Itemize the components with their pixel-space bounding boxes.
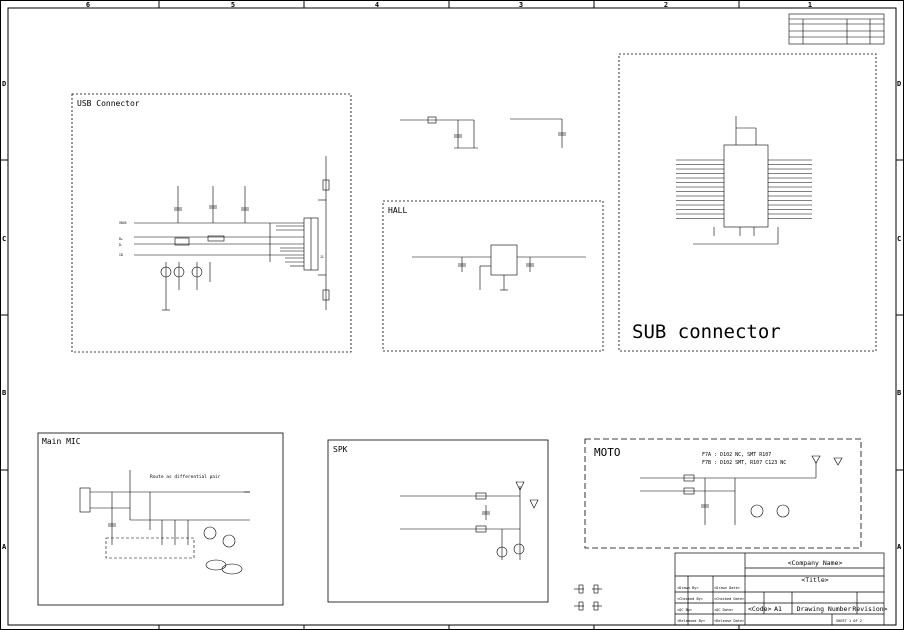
net-label: VBUS bbox=[119, 221, 127, 225]
block-title: SPK bbox=[333, 445, 348, 454]
row-label: C bbox=[897, 235, 901, 243]
col-label: 1 bbox=[808, 1, 812, 9]
row-label: B bbox=[897, 389, 901, 397]
net-label: D+ bbox=[119, 237, 123, 241]
sub-connector-block: SUB connector bbox=[618, 53, 877, 352]
qc-date: <QC Date> bbox=[714, 608, 734, 612]
title-block: <Company Name> <Title> <Drawn By> <Drawn… bbox=[674, 552, 888, 626]
block-title: HALL bbox=[388, 206, 407, 215]
sheet-size: A1 bbox=[774, 605, 782, 613]
variant-note: F7A : D102 NC, SMT R107 bbox=[702, 452, 771, 458]
usb-connector-block: USB Connector bbox=[71, 93, 352, 353]
col-label: 2 bbox=[664, 1, 668, 9]
power-filter-circuit bbox=[400, 116, 566, 149]
zone-labels: 6 5 4 3 2 1 D C B A D C B A bbox=[2, 1, 902, 551]
row-label: D bbox=[2, 80, 6, 88]
route-note: Route as differential pair bbox=[150, 474, 221, 480]
col-label: 4 bbox=[375, 1, 379, 9]
speaker-block: SPK bbox=[327, 439, 549, 603]
company-name: <Company Name> bbox=[788, 559, 843, 567]
block-title: MOTO bbox=[594, 446, 621, 459]
col-label: 3 bbox=[519, 1, 523, 9]
row-label: B bbox=[2, 389, 6, 397]
block-title: Main MIC bbox=[42, 437, 81, 446]
row-label: A bbox=[2, 543, 7, 551]
row-label: D bbox=[897, 80, 901, 88]
motor-block: MOTO F7A : D102 NC, SMT R107 F7B : D102 … bbox=[584, 438, 862, 549]
col-label: 5 bbox=[231, 1, 235, 9]
sub-connector-pins bbox=[676, 159, 812, 219]
misc-symbols bbox=[574, 584, 602, 611]
row-label: A bbox=[897, 543, 902, 551]
main-mic-block: Main MIC Route as differential pair bbox=[37, 432, 284, 606]
col-label: 6 bbox=[86, 1, 90, 9]
row-label: C bbox=[2, 235, 6, 243]
hall-sensor-block: HALL bbox=[382, 200, 604, 352]
net-label: D- bbox=[119, 243, 123, 247]
drawing-code: <Code> bbox=[748, 605, 772, 613]
ref-label: J1 bbox=[320, 255, 324, 259]
checked-by: <Checked By> bbox=[677, 597, 704, 601]
revision-table bbox=[788, 13, 885, 45]
variant-note: F7B : D102 SMT, R107 C123 NC bbox=[702, 460, 786, 466]
drawing-title: <Title> bbox=[801, 576, 828, 584]
sheet-number: SHEET 1 OF 2 bbox=[836, 619, 862, 623]
drawn-by: <Drawn By> bbox=[677, 586, 699, 590]
block-title: USB Connector bbox=[77, 99, 140, 108]
net-label: ID bbox=[119, 253, 123, 257]
released-date: <Release Date> bbox=[714, 619, 745, 623]
block-title: SUB connector bbox=[632, 321, 781, 343]
released-by: <Released By> bbox=[677, 619, 706, 623]
qc-by: <QC By> bbox=[677, 608, 693, 612]
drawn-date: <Drawn Date> bbox=[714, 586, 741, 590]
drawing-number: Drawing Number bbox=[797, 605, 852, 613]
revision: Revision> bbox=[852, 605, 887, 613]
checked-date: <Checked Date> bbox=[714, 597, 745, 601]
